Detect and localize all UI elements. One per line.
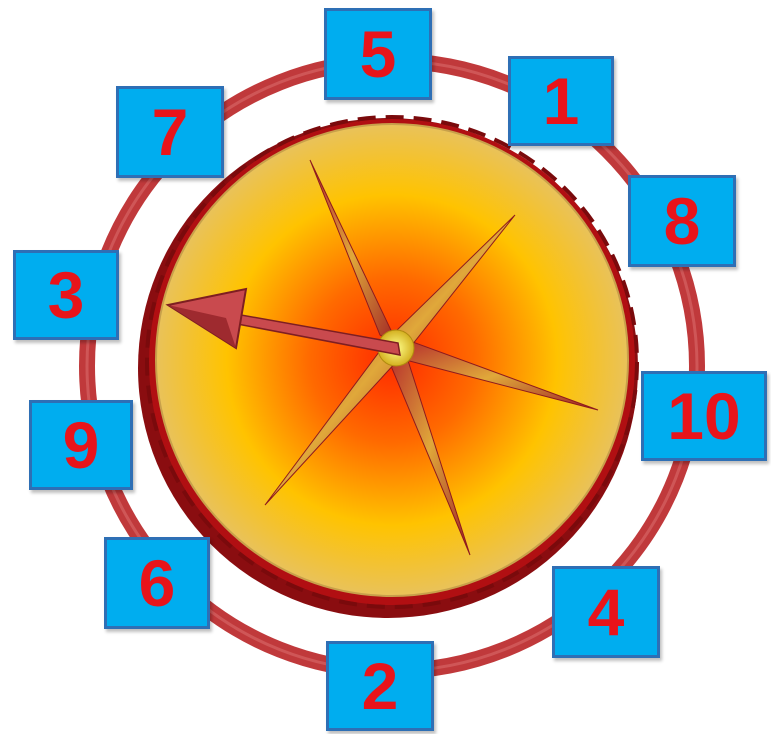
number-tile-5[interactable]: 5 bbox=[324, 8, 432, 100]
number-tile-label: 10 bbox=[667, 383, 740, 449]
number-tile-1[interactable]: 1 bbox=[508, 56, 614, 146]
number-tile-4[interactable]: 4 bbox=[552, 566, 660, 658]
number-tile-10[interactable]: 10 bbox=[641, 371, 767, 461]
number-tile-label: 6 bbox=[139, 550, 176, 616]
number-tile-2[interactable]: 2 bbox=[326, 641, 434, 731]
number-tile-label: 8 bbox=[664, 188, 701, 254]
number-tile-label: 2 bbox=[362, 653, 399, 719]
number-tile-label: 7 bbox=[152, 99, 189, 165]
number-tile-label: 3 bbox=[48, 262, 85, 328]
number-tile-label: 4 bbox=[588, 579, 625, 645]
number-tile-7[interactable]: 7 bbox=[116, 86, 224, 178]
number-tile-9[interactable]: 9 bbox=[29, 400, 133, 490]
number-tile-6[interactable]: 6 bbox=[104, 537, 210, 629]
number-tile-label: 1 bbox=[543, 68, 580, 134]
number-tile-8[interactable]: 8 bbox=[628, 175, 736, 267]
number-tile-3[interactable]: 3 bbox=[13, 250, 119, 340]
number-tile-label: 5 bbox=[360, 21, 397, 87]
number-tile-label: 9 bbox=[63, 412, 100, 478]
